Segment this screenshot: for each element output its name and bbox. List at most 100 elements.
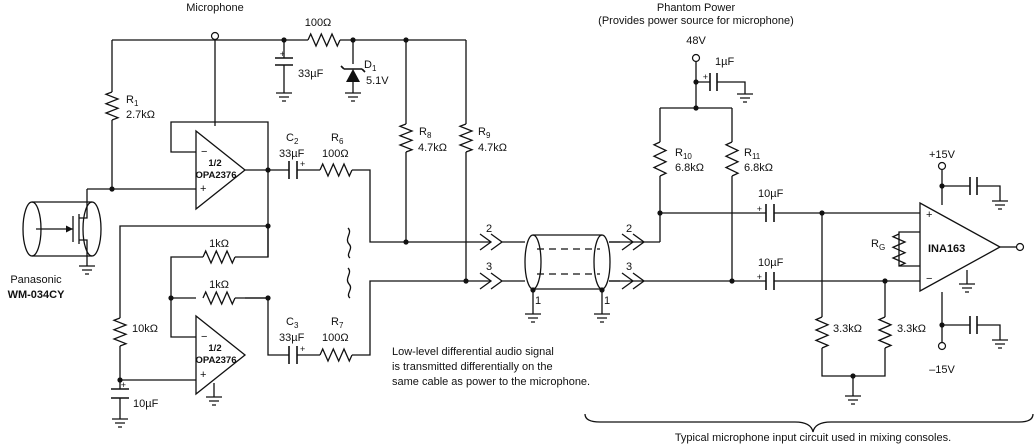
resistor-1k-lower	[202, 290, 236, 306]
diff-note-line2: is transmitted differentially on the	[392, 361, 553, 373]
ina-minus: −	[926, 273, 932, 285]
capacitor-supply-pos	[969, 177, 978, 195]
r8-label: R8	[419, 126, 432, 140]
r11-value: 6.8kΩ	[744, 162, 773, 174]
supply-48v: 48V	[686, 35, 706, 47]
r7-value: 100Ω	[322, 332, 349, 344]
resistor-r10	[652, 141, 668, 177]
plus-mark: +	[300, 159, 305, 169]
resistor-r7	[319, 347, 353, 363]
c-10uf-b-value: 10µF	[758, 257, 784, 269]
c2-label: C2	[286, 132, 299, 146]
pin-out-b: 3	[486, 261, 492, 273]
opamp-bottom-part: OPA2376	[195, 355, 236, 366]
ground-symbols	[79, 92, 1008, 428]
r8-value: 4.7kΩ	[418, 142, 447, 154]
r6-label: R6	[331, 132, 344, 146]
d1-label: D1	[364, 59, 377, 73]
c3-value: 33µF	[279, 332, 305, 344]
r10-label: R10	[675, 147, 692, 161]
supply-neg: –15V	[929, 364, 955, 376]
plus-mark: +	[703, 72, 708, 82]
r6-value: 100Ω	[322, 148, 349, 160]
ina-plus: +	[926, 209, 932, 221]
resistor-r8	[398, 123, 414, 153]
resistors	[104, 32, 907, 363]
diff-note-line1: Low-level differential audio signal	[392, 346, 554, 358]
opamp-bottom	[195, 314, 247, 396]
plus-mark: +	[757, 272, 762, 282]
mic-model: WM-034CY	[8, 289, 66, 301]
r1-label: R1	[126, 94, 139, 108]
resistor-r9	[458, 123, 474, 153]
r-3k3b-value: 3.3kΩ	[897, 323, 926, 335]
r9-label: R9	[478, 126, 491, 140]
r-fb2-value: 1kΩ	[209, 279, 229, 291]
opamp-bottom-unit: 1/2	[208, 343, 221, 354]
rg-label: RG	[871, 238, 885, 252]
resistor-r1	[104, 91, 120, 121]
line-break-marks	[346, 227, 352, 299]
c-33uf-value: 33µF	[298, 68, 324, 80]
r11-label: R11	[744, 147, 761, 161]
resistor-10k	[112, 317, 128, 347]
resistor-1k-upper	[202, 249, 236, 265]
opamp-top-minus: −	[201, 146, 207, 158]
r7-label: R7	[331, 316, 344, 330]
pin-out-a: 2	[486, 223, 492, 235]
capacitor-10uf-b	[765, 272, 775, 290]
plus-mark: +	[280, 49, 285, 59]
r-10k-value: 10kΩ	[132, 323, 158, 335]
c-10uf-value: 10µF	[133, 398, 159, 410]
shielded-cable	[479, 233, 646, 290]
pin-in-b: 3	[626, 261, 632, 273]
r-top-value: 100Ω	[305, 17, 332, 29]
capacitor-c3	[288, 346, 298, 364]
capacitor-10uf-a	[765, 204, 775, 222]
capacitor-supply-neg	[969, 316, 978, 334]
ina-part: INA163	[928, 243, 965, 255]
console-brace	[584, 413, 1034, 433]
labels: Microphone 100Ω 33µF D1 5.1V R1 2.7kΩ C2…	[8, 2, 966, 444]
capacitor-10uf-bottom	[111, 388, 129, 399]
r-fb1-value: 1kΩ	[209, 238, 229, 250]
plus-mark: +	[121, 380, 126, 390]
diff-note-line3: same cable as power to the microphone.	[392, 376, 590, 388]
console-caption: Typical microphone input circuit used in…	[675, 432, 951, 444]
pin-shield-right: 1	[604, 295, 610, 307]
phantom-power-subtitle: (Provides power source for microphone)	[598, 15, 794, 27]
resistor-100-top	[307, 32, 341, 48]
r1-value: 2.7kΩ	[126, 109, 155, 121]
microphone-label: Microphone	[186, 2, 243, 14]
plus-mark: +	[300, 344, 305, 354]
opamp-top-plus: +	[200, 183, 206, 195]
ina163-amplifier	[919, 201, 1002, 293]
mic-maker: Panasonic	[10, 274, 62, 286]
pin-in-a: 2	[626, 223, 632, 235]
capacitors: + + + + + + +	[111, 49, 978, 399]
r10-value: 6.8kΩ	[675, 162, 704, 174]
opamp-bottom-minus: −	[201, 331, 207, 343]
phantom-power-title: Phantom Power	[657, 2, 736, 14]
opamp-top	[195, 129, 247, 211]
capacitor-33uf-top	[275, 57, 293, 66]
pin-shield-left: 1	[535, 295, 541, 307]
opamp-bottom-plus: +	[200, 369, 206, 381]
resistor-3k3-left	[814, 316, 830, 349]
plus-mark: +	[757, 204, 762, 214]
r9-value: 4.7kΩ	[478, 142, 507, 154]
microphone-capsule	[22, 201, 102, 257]
zener-diode-d1	[340, 65, 366, 82]
c-10uf-a-value: 10µF	[758, 188, 784, 200]
resistor-r6	[319, 162, 353, 178]
r-3k3a-value: 3.3kΩ	[833, 323, 862, 335]
terminals	[210, 31, 1025, 351]
c3-label: C3	[286, 316, 299, 330]
c-1uf-value: 1µF	[715, 56, 734, 68]
resistor-r11	[724, 141, 740, 177]
junction-dots	[109, 37, 945, 383]
c2-value: 33µF	[279, 148, 305, 160]
opamp-top-part: OPA2376	[195, 170, 236, 181]
supply-pos: +15V	[929, 149, 956, 161]
